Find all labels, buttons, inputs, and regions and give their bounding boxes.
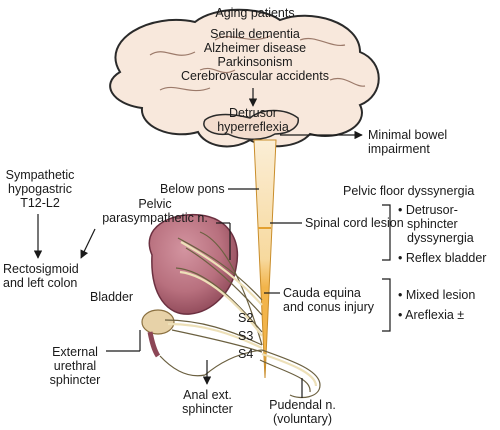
sympathetic-line-2: hypogastric — [8, 182, 72, 196]
item-mixed-lesion: Mixed lesion — [398, 288, 475, 302]
segment-s2: S2 — [238, 311, 254, 325]
external-urethral-sphincter: External urethral sphincter — [40, 345, 110, 387]
pelvic-floor-dyssynergia-label: Pelvic floor dyssynergia — [343, 184, 475, 198]
bladder-label: Bladder — [90, 290, 134, 304]
sympathetic-line-1: Sympathetic — [5, 168, 75, 182]
pelvic-floor-items: Detrusor- sphincter dyssynergia Reflex b… — [398, 203, 487, 265]
condition-cva: Cerebrovascular accidents — [181, 69, 329, 83]
pelvic-line-2: parasympathetic n. — [102, 211, 208, 225]
spinal-cord — [253, 139, 277, 379]
external-line-3: sphincter — [49, 373, 101, 387]
segment-s4: S4 — [238, 347, 254, 361]
item-areflexia: Areflexia ± — [398, 308, 475, 322]
item-reflex-bladder: Reflex bladder — [398, 251, 487, 265]
pelvic-line-1: Pelvic — [138, 197, 172, 211]
cauda-line-2: and conus injury — [283, 300, 375, 314]
pudendal-line-2: (voluntary) — [272, 412, 333, 426]
detrusor-line-1: Detrusor — [229, 106, 277, 120]
bladder-illustration — [141, 213, 238, 358]
external-line-1: External — [52, 345, 98, 359]
bowel-line-2: impairment — [368, 142, 430, 156]
cauda-equina-label: Cauda equina and conus injury — [283, 286, 374, 314]
brain-conditions: Senile dementia Alzheimer disease Parkin… — [170, 27, 340, 83]
pudendal-line-1: Pudendal n. — [269, 398, 336, 412]
detrusor-line-2: hyperreflexia — [217, 120, 289, 134]
cauda-items: Mixed lesion Areflexia ± — [398, 288, 475, 322]
sympathetic-hypogastric: Sympathetic hypogastric T12-L2 — [0, 168, 80, 210]
anal-external-sphincter: Anal ext. sphincter — [175, 388, 240, 416]
bowel-line-1: Minimal bowel — [368, 128, 448, 142]
condition-parkinsonism: Parkinsonism — [217, 55, 293, 69]
brain-illustration — [109, 8, 380, 148]
anal-line-1: Anal ext. — [183, 388, 232, 402]
cauda-line-1: Cauda equina — [283, 286, 361, 300]
detrusor-hyperreflexia: Detrusor hyperreflexia — [208, 106, 298, 134]
rectosigmoid-line-1: Rectosigmoid — [3, 262, 79, 276]
item-sphincter: sphincter — [407, 217, 458, 231]
condition-senile-dementia: Senile dementia — [210, 27, 300, 41]
pelvic-parasympathetic-nerve: Pelvic parasympathetic n. — [90, 197, 220, 225]
below-pons-label: Below pons — [160, 182, 225, 196]
condition-alzheimer: Alzheimer disease — [203, 41, 307, 55]
title: Aging patients — [215, 6, 295, 20]
minimal-bowel-impairment: Minimal bowel impairment — [368, 128, 447, 156]
brackets — [382, 204, 391, 332]
rectosigmoid-line-2: and left colon — [3, 276, 78, 290]
spinal-cord-lesion-label: Spinal cord lesion — [305, 216, 404, 230]
item-dyssynergia: dyssynergia — [407, 231, 474, 245]
leader-lines — [33, 88, 363, 398]
nerve-fibers-light — [167, 241, 318, 387]
sympathetic-line-3: T12-L2 — [20, 196, 60, 210]
external-line-2: urethral — [53, 359, 97, 373]
segment-s3: S3 — [238, 329, 254, 343]
rectosigmoid-colon: Rectosigmoid and left colon — [3, 262, 79, 290]
anal-line-2: sphincter — [182, 402, 233, 416]
nerve-fibers — [159, 231, 321, 399]
item-detrusor: Detrusor- — [398, 203, 486, 217]
pudendal-nerve: Pudendal n. (voluntary) — [265, 398, 340, 426]
